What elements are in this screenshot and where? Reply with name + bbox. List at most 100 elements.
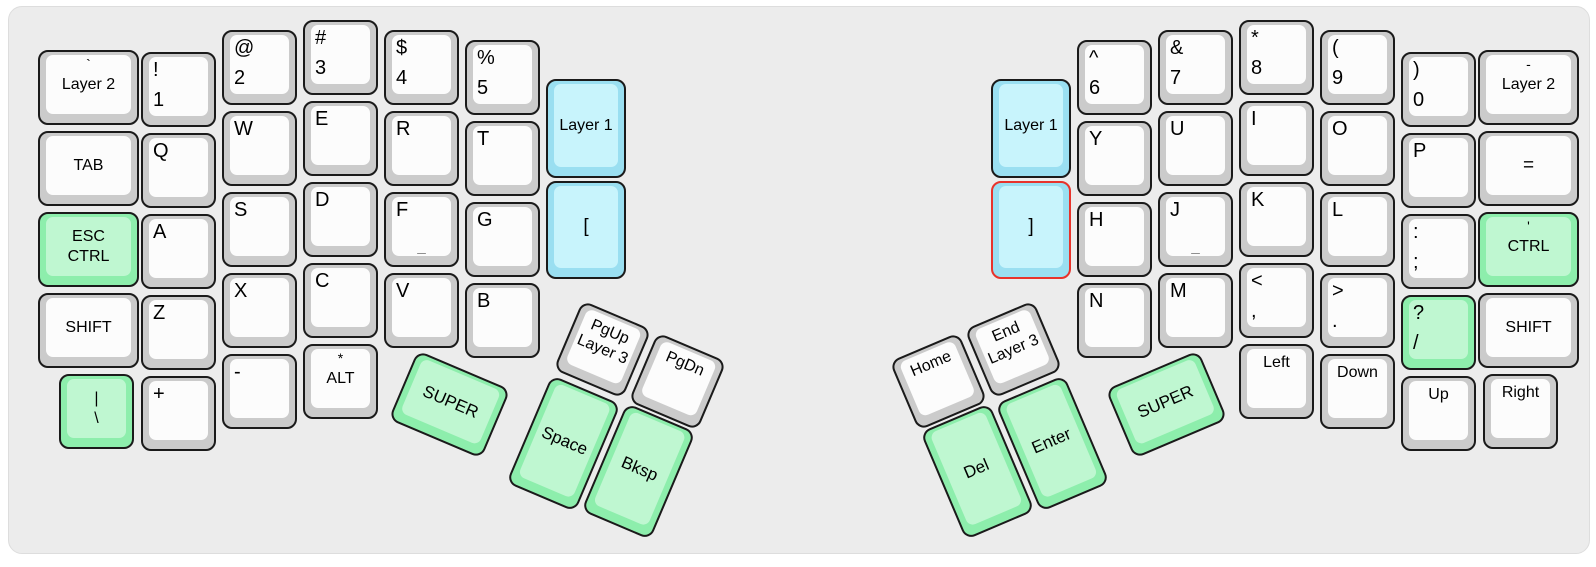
keycap-top — [46, 217, 131, 276]
key-layer1-left[interactable]: Layer 1 — [546, 79, 626, 178]
key-grave-layer2[interactable]: ` Layer 2 — [38, 50, 139, 125]
keycap-top — [311, 25, 370, 84]
key-percent-5[interactable]: %5 — [465, 40, 540, 115]
key-legend-top-left: B — [477, 290, 491, 312]
key-y[interactable]: Y — [1077, 121, 1152, 196]
key-i[interactable]: I — [1239, 101, 1314, 176]
key-legend-top-left: F — [396, 199, 409, 221]
key-legend-center: TAB — [73, 156, 104, 174]
keycap-top — [999, 186, 1063, 268]
key-legend-top-left: > — [1332, 280, 1344, 302]
key-legend-center: ALT — [326, 369, 355, 387]
key-paren-0[interactable]: )0 — [1401, 52, 1476, 127]
key-legend-top-left: ) — [1413, 59, 1420, 81]
key-legend-top-left: L — [1332, 199, 1344, 221]
key-greater-period[interactable]: >. — [1320, 273, 1395, 348]
key-k[interactable]: K — [1239, 182, 1314, 257]
key-g[interactable]: G — [465, 202, 540, 277]
key-legend-small-top: * — [337, 350, 344, 366]
keycap-top — [230, 35, 289, 94]
key-rbracket[interactable]: ] — [991, 181, 1071, 279]
key-legend-small-top: - — [1526, 56, 1531, 72]
key-m[interactable]: M — [1158, 273, 1233, 348]
key-caret-6[interactable]: ^6 — [1077, 40, 1152, 115]
key-n[interactable]: N — [1077, 283, 1152, 358]
key-q[interactable]: Q — [141, 133, 216, 208]
key-z[interactable]: Z — [141, 295, 216, 370]
key-legend-top-center: Right — [1501, 384, 1540, 401]
keycap-top — [1328, 359, 1387, 418]
key-shift-right[interactable]: SHIFT — [1478, 293, 1579, 368]
key-at-2[interactable]: @2 — [222, 30, 297, 105]
key-less-comma[interactable]: <, — [1239, 263, 1314, 338]
key-s[interactable]: S — [222, 192, 297, 267]
keycap-top — [1486, 136, 1571, 195]
key-h[interactable]: H — [1077, 202, 1152, 277]
keycap-top — [1166, 278, 1225, 337]
key-star-alt[interactable]: * ALT — [303, 344, 378, 419]
key-j[interactable]: J_ — [1158, 192, 1233, 267]
key-up[interactable]: Up — [1401, 376, 1476, 451]
key-right[interactable]: Right — [1483, 374, 1558, 449]
key-r[interactable]: R — [384, 111, 459, 186]
key-d[interactable]: D — [303, 182, 378, 257]
key-dollar-4[interactable]: $4 — [384, 30, 459, 105]
key-tab[interactable]: TAB — [38, 131, 139, 206]
key-left[interactable]: Left — [1239, 344, 1314, 419]
key-x[interactable]: X — [222, 273, 297, 348]
key-hash-3[interactable]: #3 — [303, 20, 378, 95]
key-legend-top-left: U — [1170, 118, 1185, 140]
key-super-left[interactable]: SUPER — [388, 350, 511, 459]
key-legend-center: Layer 2 — [61, 75, 116, 93]
key-paren-9[interactable]: (9 — [1320, 30, 1395, 105]
keycap-top — [473, 288, 532, 347]
key-super-right[interactable]: SUPER — [1105, 350, 1228, 459]
key-down[interactable]: Down — [1320, 354, 1395, 429]
key-b[interactable]: B — [465, 283, 540, 358]
key-equals[interactable]: = — [1478, 131, 1579, 206]
key-quote-ctrl[interactable]: 'CTRL — [1478, 212, 1579, 287]
key-question-slash[interactable]: ?/ — [1401, 295, 1476, 370]
key-legend-small-top: ` — [86, 56, 91, 72]
key-c[interactable]: C — [303, 263, 378, 338]
key-a[interactable]: A — [141, 214, 216, 289]
key-legend-top-left: ? — [1413, 302, 1425, 324]
key-legend-center: SHIFT — [65, 318, 112, 336]
key-u[interactable]: U — [1158, 111, 1233, 186]
key-plus[interactable]: + — [141, 376, 216, 451]
key-amp-7[interactable]: &7 — [1158, 30, 1233, 105]
key-legend-top-center: Down — [1337, 364, 1378, 381]
key-lbracket[interactable]: [ — [546, 181, 626, 279]
keycap-top — [1247, 349, 1306, 408]
keycap-top — [149, 381, 208, 440]
key-legend-bottom-left: 6 — [1089, 77, 1101, 99]
keycap-top — [1166, 35, 1225, 94]
keycap-top — [1247, 187, 1306, 246]
key-f[interactable]: F_ — [384, 192, 459, 267]
key-exclam-1[interactable]: !1 — [141, 52, 216, 127]
keycap-top — [1085, 288, 1144, 347]
key-minus[interactable]: - — [222, 354, 297, 429]
key-pipe-backslash[interactable]: |\ — [59, 374, 134, 449]
key-layer1-right[interactable]: Layer 1 — [991, 79, 1071, 178]
key-p[interactable]: P — [1401, 133, 1476, 208]
key-w[interactable]: W — [222, 111, 297, 186]
key-e[interactable]: E — [303, 101, 378, 176]
key-legend-top-left: E — [315, 108, 329, 130]
key-legend-top-left: M — [1170, 280, 1187, 302]
key-legend-top-left: @ — [234, 37, 255, 59]
key-o[interactable]: O — [1320, 111, 1395, 186]
keycap-top — [1328, 197, 1387, 256]
key-star-8[interactable]: *8 — [1239, 20, 1314, 95]
key-legend-top-left: ^ — [1089, 47, 1099, 69]
key-v[interactable]: V — [384, 273, 459, 348]
key-t[interactable]: T — [465, 121, 540, 196]
keycap-top — [1409, 219, 1468, 278]
key-minus-layer2[interactable]: -Layer 2 — [1478, 50, 1579, 125]
keycap-top — [473, 45, 532, 104]
keycap-top — [554, 186, 618, 268]
key-colon-semicolon[interactable]: :; — [1401, 214, 1476, 289]
key-shift-left[interactable]: SHIFT — [38, 293, 139, 368]
key-l[interactable]: L — [1320, 192, 1395, 267]
